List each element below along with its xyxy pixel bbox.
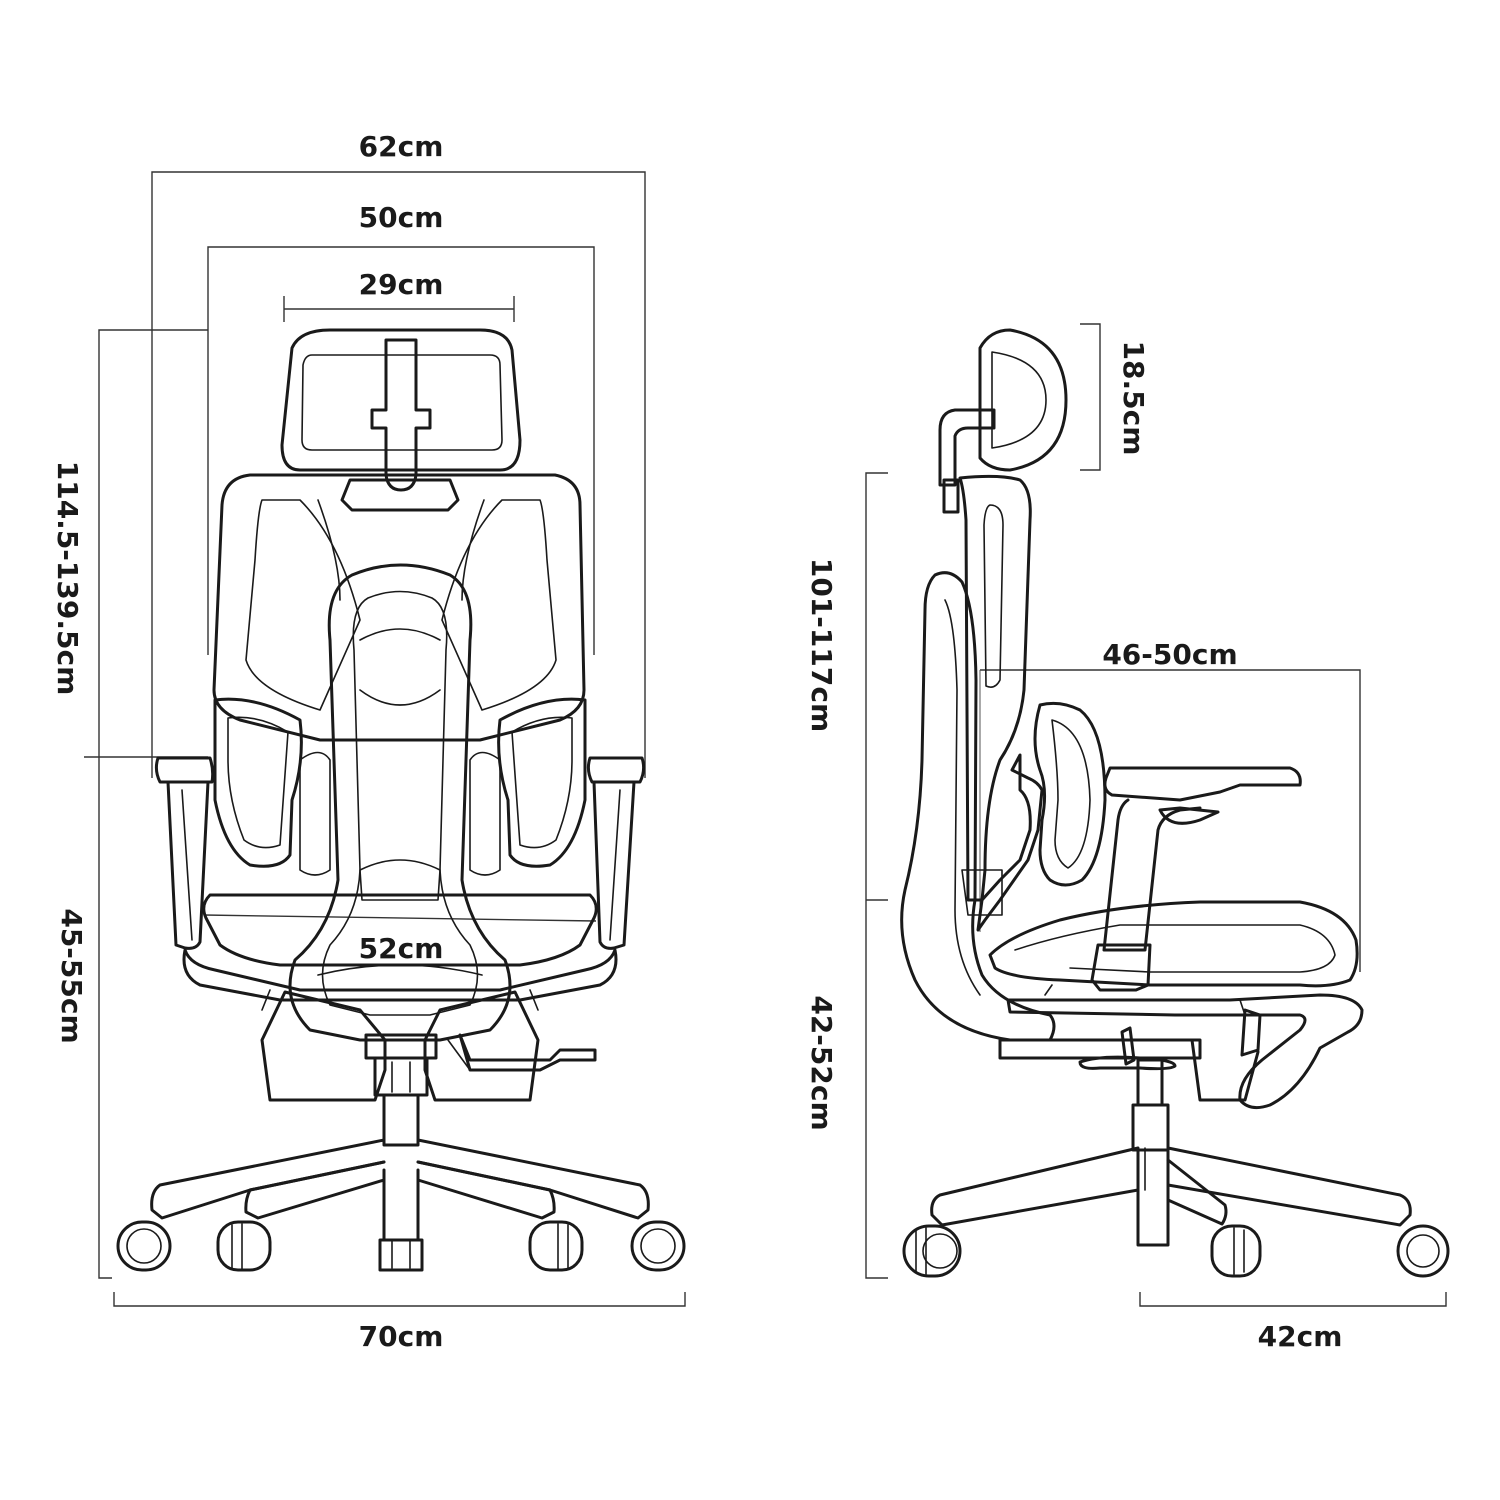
label-total-height: 114.5-139.5cm [51, 461, 84, 696]
side-mechanism [998, 1008, 1262, 1102]
label-backrest-height: 101-117cm [805, 558, 838, 732]
dim-line-seat-width [203, 914, 597, 922]
front-armrests [154, 756, 646, 950]
caster-front-right [630, 1220, 686, 1272]
side-backrest [900, 474, 1056, 1042]
dim-line-seat-depth [980, 669, 1361, 972]
label-seat-width: 52cm [359, 932, 444, 965]
front-dimension-lines [84, 171, 686, 1307]
caster-side-left [902, 1224, 962, 1278]
dim-line-total-height [98, 329, 208, 1279]
label-seat-height: 42-52cm [805, 995, 838, 1130]
side-dimension-lines [865, 323, 1447, 1307]
caster-front-inner-right [528, 1220, 584, 1272]
front-headrest [280, 328, 522, 512]
side-headrest [938, 328, 1068, 514]
dim-line-overall-width [151, 171, 646, 778]
side-gas-cylinder [1131, 1058, 1170, 1247]
caster-front-left [116, 1220, 172, 1272]
dim-line-base-depth [1139, 1292, 1447, 1307]
side-armrest [1090, 766, 1302, 992]
label-armrest-height: 45-55cm [55, 908, 88, 1043]
side-star-base [930, 1146, 1412, 1227]
front-casters [116, 1220, 686, 1272]
side-lumbar [961, 701, 1107, 932]
front-side-wings [213, 697, 587, 876]
label-base-depth: 42cm [1258, 1320, 1343, 1353]
label-headrest-height: 18.5cm [1117, 341, 1150, 456]
front-view: 62cm 50cm 29cm 52cm 114.5-139.5cm 45-55c… [51, 130, 686, 1353]
front-gas-cylinder [364, 1033, 438, 1147]
front-mechanism [260, 990, 597, 1102]
front-seat [182, 893, 618, 1011]
dim-line-backrest-width [207, 246, 595, 655]
side-seat [988, 900, 1364, 1110]
side-casters [902, 1224, 1450, 1278]
front-star-base [150, 1138, 650, 1272]
side-view: 18.5cm 101-117cm 46-50cm 42-52cm 42cm [805, 323, 1450, 1353]
label-headrest-width: 29cm [359, 268, 444, 301]
label-base-width: 70cm [359, 1320, 444, 1353]
front-backrest [212, 473, 586, 742]
dim-line-headrest-width [283, 296, 515, 322]
label-seat-depth: 46-50cm [1102, 638, 1237, 671]
dim-line-backrest-height [865, 472, 888, 1279]
dim-line-base-width [113, 1292, 686, 1307]
caster-front-inner-left [216, 1220, 272, 1272]
label-backrest-width: 50cm [359, 201, 444, 234]
dim-line-headrest-height [1080, 323, 1101, 471]
front-lumbar-frame [288, 563, 512, 1042]
caster-side-right [1396, 1224, 1450, 1278]
caster-side-middle [1210, 1224, 1262, 1278]
label-overall-width: 62cm [359, 130, 444, 163]
